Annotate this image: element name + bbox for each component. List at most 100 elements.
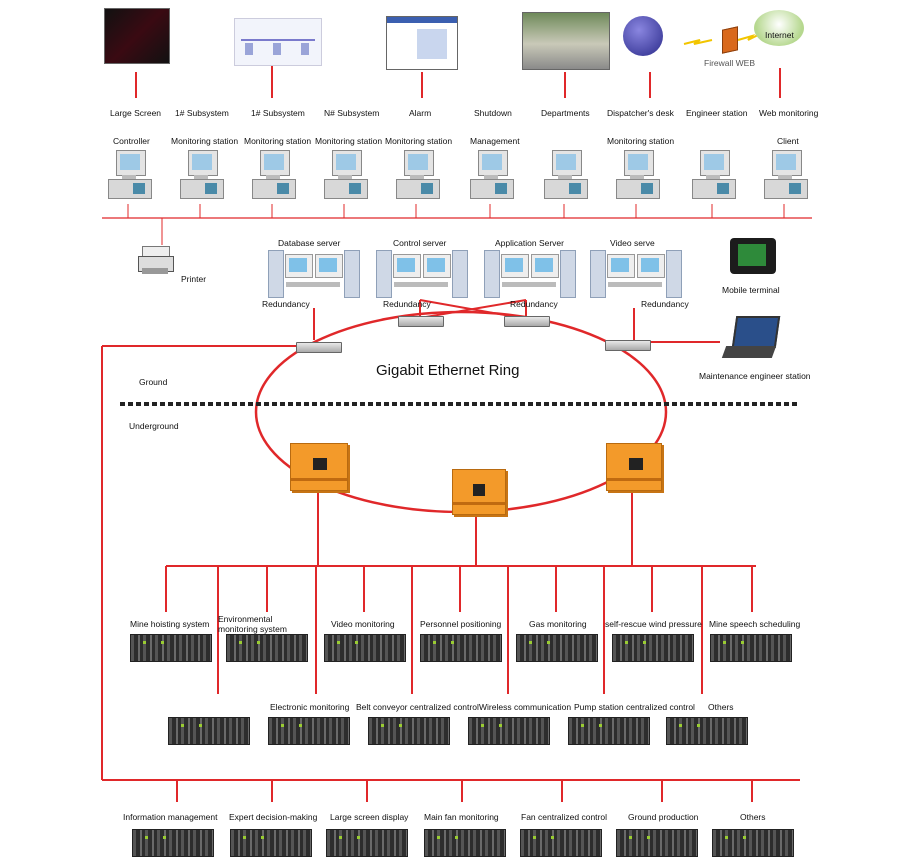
internet-label: Internet — [765, 30, 794, 40]
subsystem-label: Mine speech scheduling — [709, 619, 801, 629]
plc-rack-icon — [424, 829, 506, 857]
source-label: Web monitoring — [759, 108, 819, 118]
plc-rack-icon — [420, 634, 502, 662]
subsystem-label: Belt conveyor centralized control — [356, 702, 479, 712]
plc-rack-icon — [468, 717, 550, 745]
mobile-terminal-icon — [730, 238, 776, 274]
workstation-pc-icon — [250, 150, 296, 204]
plc-rack-icon — [710, 634, 792, 662]
workstation-label: Monitoring station — [315, 136, 383, 146]
subsystem-label: self-rescue wind pressure — [605, 619, 702, 629]
subsystem-label: Personnel positioning — [420, 619, 502, 629]
subsystem-diagram-image — [234, 18, 322, 66]
internet-cloud-icon — [754, 10, 804, 46]
plc-rack-icon — [568, 717, 650, 745]
workstation-pc-icon — [468, 150, 514, 204]
subsystem-label: Others — [708, 702, 734, 712]
plc-rack-icon — [324, 634, 406, 662]
plc-rack-icon — [168, 717, 250, 745]
plc-rack-icon — [132, 829, 214, 857]
underground-station — [290, 443, 348, 491]
source-label: Large Screen — [110, 108, 162, 118]
server-pair-icon — [268, 250, 360, 298]
workstation-pc-icon — [690, 150, 736, 204]
subsystem-label: Gas monitoring — [529, 619, 587, 629]
workstation-pc-icon — [106, 150, 152, 204]
printer-icon — [138, 246, 176, 276]
server-pair-icon — [376, 250, 468, 298]
server-pair-icon — [484, 250, 576, 298]
plc-rack-icon — [268, 717, 350, 745]
source-label: Dispatcher's desk — [607, 108, 674, 118]
workstation-pc-icon — [762, 150, 808, 204]
subsystem-label: Large screen display — [330, 812, 409, 822]
workstation-label: Monitoring station — [385, 136, 453, 146]
ground-label: Ground — [139, 377, 168, 387]
redundancy-label: Redundancy — [383, 299, 431, 309]
workstation-label: Client — [777, 136, 799, 146]
workstation-label: Monitoring station — [607, 136, 675, 146]
printer-label: Printer — [181, 274, 207, 284]
plc-rack-icon — [712, 829, 794, 857]
alarm-software-image — [386, 16, 458, 70]
subsystem-label: Pump station centralized control — [574, 702, 695, 712]
server-label: Video serve — [610, 238, 655, 248]
source-label: 1# Subsystem — [175, 108, 229, 118]
redundancy-label: Redundancy — [641, 299, 689, 309]
firewall-label: Firewall WEB — [704, 58, 756, 68]
ring-label: Gigabit Ethernet Ring — [376, 362, 520, 379]
ring-switch — [296, 342, 342, 353]
plc-rack-icon — [616, 829, 698, 857]
ring-switch — [605, 340, 651, 351]
plc-rack-icon — [516, 634, 598, 662]
subsystem-label: Fan centralized control — [521, 812, 607, 822]
workstation-label: Management — [470, 136, 520, 146]
workstation-pc-icon — [394, 150, 440, 204]
subsystem-label: Mine hoisting system — [130, 619, 210, 629]
workstation-pc-icon — [322, 150, 368, 204]
subsystem-label: Others — [740, 812, 766, 822]
subsystem-label: Video monitoring — [331, 619, 395, 629]
redundancy-label: Redundancy — [510, 299, 558, 309]
subsystem-label: Information management — [123, 812, 218, 822]
source-label: Engineer station — [686, 108, 748, 118]
workstation-label: Monitoring station — [244, 136, 312, 146]
subsystem-label: Ground production — [628, 812, 699, 822]
underground-station — [452, 469, 506, 515]
departments-photo — [522, 12, 610, 70]
server-label: Control server — [393, 238, 447, 248]
plc-rack-icon — [226, 634, 308, 662]
laptop-icon — [721, 316, 781, 362]
ring-switch — [398, 316, 444, 327]
source-label: Departments — [541, 108, 590, 118]
subsystem-label: Environmental monitoring system — [218, 614, 287, 634]
plc-rack-icon — [368, 717, 450, 745]
underground-label: Underground — [129, 421, 179, 431]
server-label: Database server — [278, 238, 341, 248]
firewall-icon — [722, 26, 738, 54]
plc-rack-icon — [520, 829, 602, 857]
plc-rack-icon — [326, 829, 408, 857]
workstation-pc-icon — [178, 150, 224, 204]
globe-icon — [623, 16, 663, 56]
ring-switch — [504, 316, 550, 327]
subsystem-label: Electronic monitoring — [270, 702, 350, 712]
maintenance-label: Maintenance engineer station — [699, 371, 811, 381]
workstation-label: Controller — [113, 136, 150, 146]
mobile-terminal-label: Mobile terminal — [722, 285, 780, 295]
workstation-pc-icon — [542, 150, 588, 204]
workstation-pc-icon — [614, 150, 660, 204]
large-screen-image — [104, 8, 170, 64]
subsystem-label: Main fan monitoring — [424, 812, 499, 822]
source-label: 1# Subsystem — [251, 108, 305, 118]
workstation-label: Monitoring station — [171, 136, 239, 146]
subsystem-label: Wireless communication — [479, 702, 572, 712]
underground-station — [606, 443, 662, 491]
redundancy-label: Redundancy — [262, 299, 310, 309]
server-pair-icon — [590, 250, 682, 298]
source-label: Alarm — [409, 108, 432, 118]
source-label: Shutdown — [474, 108, 512, 118]
plc-rack-icon — [612, 634, 694, 662]
